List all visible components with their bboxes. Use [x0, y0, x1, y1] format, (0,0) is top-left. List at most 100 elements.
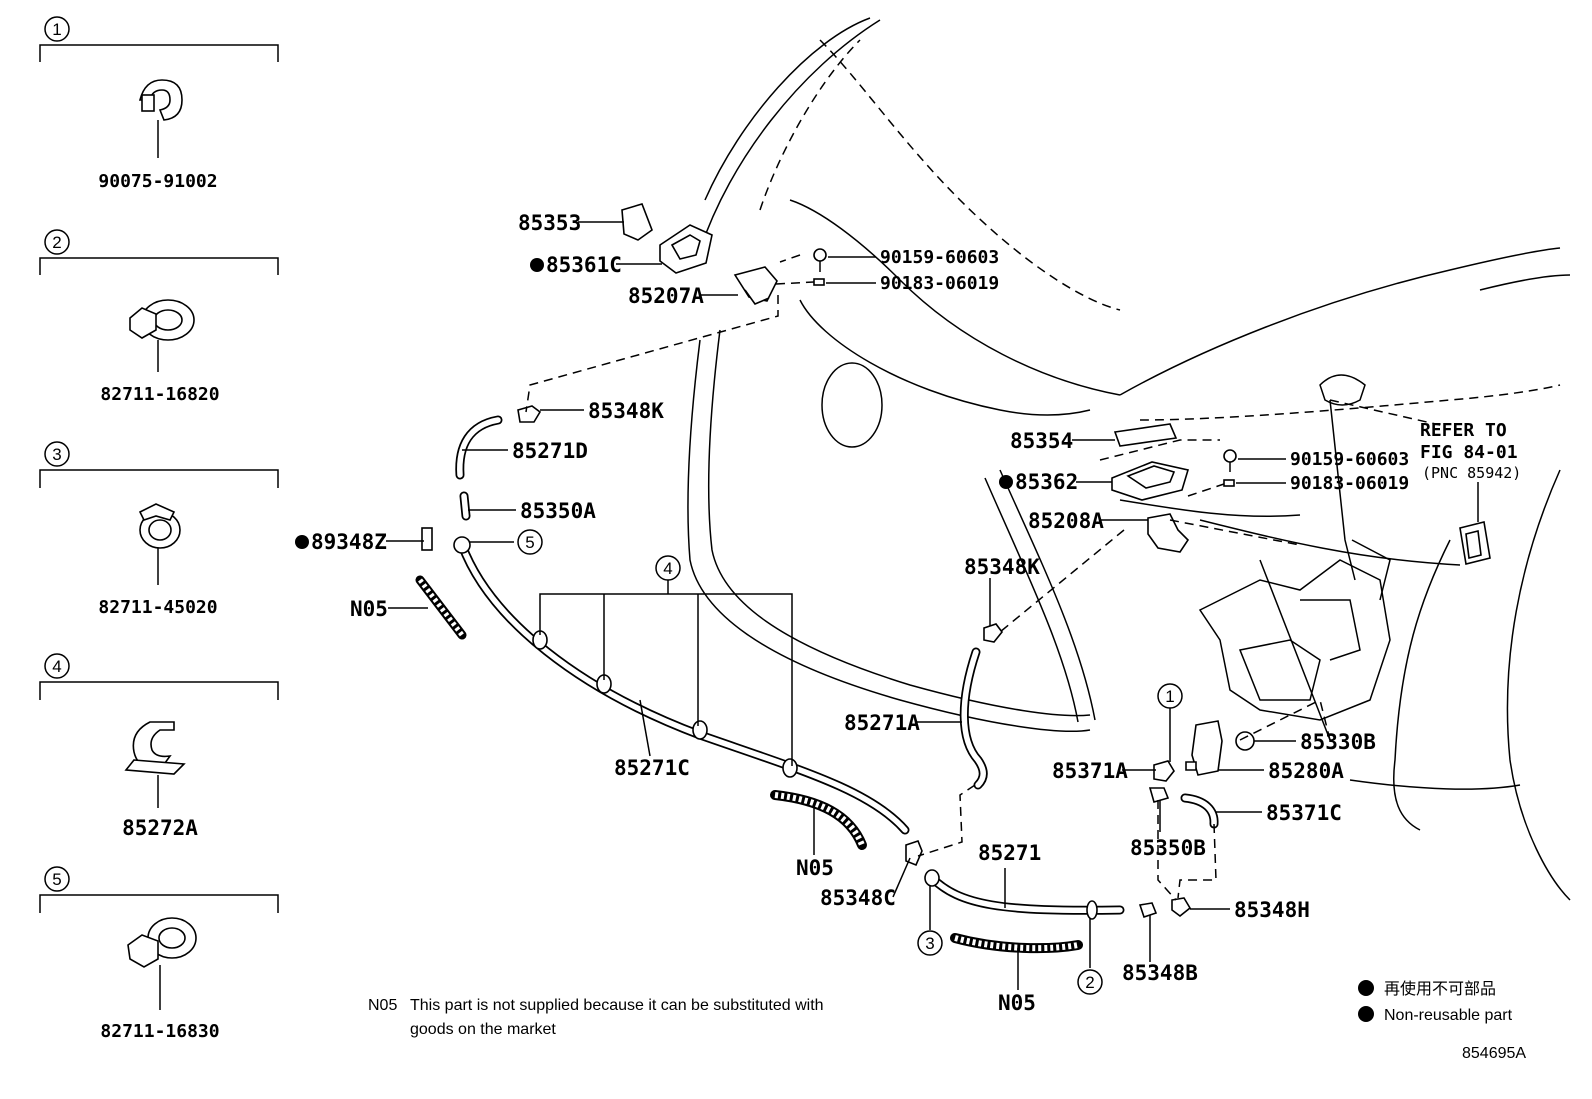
label-85207a: 85207A — [628, 284, 704, 308]
part-85348b — [1138, 902, 1158, 919]
part-85348k-b — [983, 623, 1004, 643]
label-85350b: 85350B — [1130, 836, 1206, 860]
label-90183-a: 90183-06019 — [880, 273, 999, 294]
hose-85271a — [959, 647, 988, 790]
footnote-line-2: goods on the market — [410, 1021, 556, 1038]
footnote-line-1: This part is not supplied because it can… — [410, 997, 824, 1014]
legend-box-5-num: 5 — [52, 870, 61, 889]
label-n05-a: N05 — [350, 597, 388, 621]
part-85330b-grommet — [1235, 731, 1255, 751]
legend-box-5: 5 82711-16830 — [39, 866, 279, 1042]
legend-english: Non-reusable part — [1384, 1007, 1513, 1024]
hose-85271d — [455, 415, 503, 480]
part-85362-bracket — [1111, 461, 1190, 501]
callout-3: 3 — [917, 930, 943, 956]
svg-text:4: 4 — [663, 559, 672, 578]
svg-text:3: 3 — [925, 934, 934, 953]
label-85348k-a: 85348K — [588, 399, 664, 423]
callout-2: 2 — [1077, 969, 1103, 995]
legend-box-2-num: 2 — [52, 233, 61, 252]
leader-lines — [386, 221, 1479, 990]
legend-box-3-num: 3 — [52, 445, 61, 464]
part-90183-nut-b — [1223, 479, 1235, 487]
label-85271d: 85271D — [512, 439, 588, 463]
non-reusable-mark — [530, 258, 544, 272]
refer-line-2: FIG 84-01 — [1420, 442, 1518, 463]
legend-box-1: 1 90075-91002 — [39, 16, 279, 192]
routing-dashes — [525, 254, 1441, 901]
label-85362: 85362 — [1015, 470, 1078, 494]
label-85330b: 85330B — [1300, 730, 1376, 754]
label-85371c: 85371C — [1266, 801, 1342, 825]
part-n05-c — [950, 933, 1083, 954]
hose-85271 — [924, 869, 1125, 920]
part-85348h — [1171, 897, 1192, 918]
legend-box-4: 4 85272A — [39, 653, 279, 840]
part-90183-nut-a — [813, 278, 825, 286]
label-85271a: 85271A — [844, 711, 920, 735]
part-85350b — [1148, 787, 1170, 803]
refer-note: REFER TO FIG 84-01 (PNC 85942) — [1420, 420, 1521, 482]
svg-text:2: 2 — [1085, 973, 1094, 992]
label-90183-b: 90183-06019 — [1290, 473, 1409, 494]
label-85271c: 85271C — [614, 756, 690, 780]
legend-box-2-part-number: 82711-16820 — [100, 384, 219, 405]
footnote-code: N05 — [368, 997, 397, 1014]
label-85353: 85353 — [518, 211, 581, 235]
part-85208a-nozzle — [1147, 513, 1190, 553]
part-85350a — [459, 491, 471, 521]
refer-line-1: REFER TO — [1420, 420, 1507, 441]
part-90159-bolt-b — [1223, 449, 1237, 472]
part-85280a-pump — [1185, 720, 1223, 776]
label-n05-c: N05 — [998, 991, 1036, 1015]
part-85207a-nozzle — [733, 266, 778, 305]
part-85348k-a — [517, 405, 542, 423]
non-reusable-mark — [295, 535, 309, 549]
callout-5: 5 — [517, 529, 543, 555]
label-85354: 85354 — [1010, 429, 1073, 453]
legend-box-5-part-number: 82711-16830 — [100, 1021, 219, 1042]
vehicle-body-outline — [687, 17, 1571, 901]
hose-85271c — [453, 536, 910, 835]
legend-box-4-part-number: 85272A — [122, 816, 198, 840]
callout-4: 4 — [655, 555, 681, 581]
label-85348k-b: 85348K — [964, 555, 1040, 579]
part-labels: 85353 85361C 85207A 90159-60603 90183-06… — [295, 211, 1409, 1015]
part-85942-ref — [1459, 521, 1491, 565]
label-85350a: 85350A — [520, 499, 596, 523]
label-n05-b: N05 — [796, 856, 834, 880]
legend-japanese: 再使用不可部品 — [1384, 980, 1496, 998]
part-85361c-bracket — [659, 224, 713, 274]
non-reusable-legend: 再使用不可部品 Non-reusable part — [1358, 980, 1513, 1024]
part-89348z — [421, 527, 433, 551]
label-85371a: 85371A — [1052, 759, 1128, 783]
label-85348h: 85348H — [1234, 898, 1310, 922]
part-85371a — [1153, 760, 1175, 782]
part-85353-cover — [621, 203, 653, 241]
label-85348c: 85348C — [820, 886, 896, 910]
legend-box-1-part-number: 90075-91002 — [98, 171, 217, 192]
label-90159-a: 90159-60603 — [880, 247, 999, 268]
svg-text:5: 5 — [525, 533, 534, 552]
label-85361c: 85361C — [546, 253, 622, 277]
part-n05-b — [770, 790, 867, 850]
callout-1: 1 — [1157, 683, 1183, 709]
label-85271: 85271 — [978, 841, 1041, 865]
label-90159-b: 90159-60603 — [1290, 449, 1409, 470]
label-85208a: 85208A — [1028, 509, 1104, 533]
part-90159-bolt-a — [813, 248, 827, 272]
label-89348z: 89348Z — [311, 530, 387, 554]
non-reusable-mark — [999, 475, 1013, 489]
washer-tank — [1198, 374, 1391, 741]
legend-box-1-num: 1 — [52, 20, 61, 39]
diagram-id: 854695A — [1462, 1045, 1526, 1062]
svg-text:1: 1 — [1165, 687, 1174, 706]
hose-85371c — [1180, 793, 1219, 829]
legend-box-4-num: 4 — [52, 657, 61, 676]
label-85280a: 85280A — [1268, 759, 1344, 783]
part-85354-cover — [1113, 423, 1178, 447]
label-85348b: 85348B — [1122, 961, 1198, 985]
legend-box-3-part-number: 82711-45020 — [98, 597, 217, 618]
legend-box-3: 3 82711-45020 — [39, 441, 279, 618]
